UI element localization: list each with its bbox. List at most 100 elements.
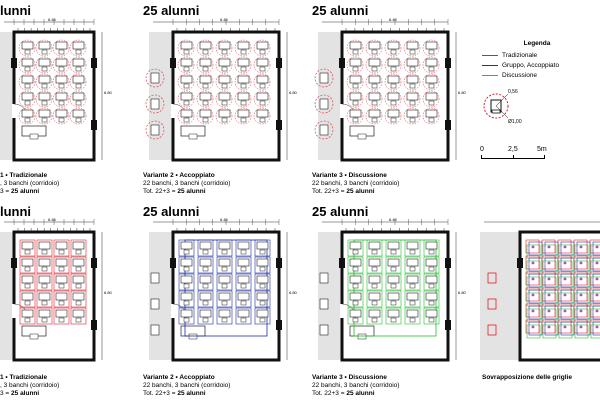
chair [259,100,266,106]
desk [256,109,269,118]
desk-clearance [215,107,233,125]
desk-clearance [422,73,440,91]
chair [428,49,435,55]
desk [406,292,419,301]
desk [55,309,68,318]
desk [72,292,85,301]
desk [21,75,34,84]
desk-clearance [52,56,70,74]
desk [72,258,85,267]
desk-grid-cell [385,239,402,257]
overlay-dot [595,309,599,313]
desk [368,92,381,101]
overlay-cell-red [541,319,556,334]
overlay-dot [579,261,583,265]
caption-2: Variante 2 • Accoppiato 22 banchi, 3 ban… [143,172,231,195]
desk [256,92,269,101]
overlay-dot [563,277,567,281]
chair [428,83,435,89]
chair [352,249,359,255]
scale-mid: 2,5 [508,146,518,153]
chair [24,83,31,89]
desk [199,58,212,67]
desk-clearance [384,107,402,125]
desk [199,309,212,318]
desk [21,92,34,101]
chair [409,66,416,72]
desk-grid-cell [70,290,87,308]
desk-clearance [35,56,53,74]
desk-clearance [346,107,364,125]
corridor-clearance [314,68,334,88]
desk [387,92,400,101]
overlay-cell-red [541,287,556,302]
chair [183,49,190,55]
chair [240,249,247,255]
chair [221,249,228,255]
chair [41,117,48,123]
overlay-cell-red [541,239,556,254]
chair [202,83,209,89]
corridor-chair [319,98,329,110]
desk-clearance [69,56,87,74]
desk-grid-cell [197,307,214,325]
desk [425,258,438,267]
chair [75,283,82,289]
chair [58,66,65,72]
desk [180,92,193,101]
desk [72,92,85,101]
desk [387,258,400,267]
dimension-label-top: 6.45 [48,18,57,22]
desk-clearance [196,107,214,125]
chair [75,49,82,55]
chair [202,266,209,272]
panel-title-1: lunni [0,3,32,18]
teacher-chair [357,333,367,340]
overlay-dot [531,325,535,329]
chair [183,66,190,72]
dim-small-b: Ø1,00 [508,119,522,125]
desk [425,292,438,301]
chair [75,300,82,306]
panel-title-4: lunni [0,204,32,219]
desk-clearance [384,73,402,91]
desk-clearance [215,90,233,108]
chair [390,283,397,289]
desk [38,92,51,101]
desk [349,58,362,67]
desk-clearance [384,39,402,57]
desk-grid-cell [423,239,440,257]
chair [409,49,416,55]
chair [352,117,359,123]
corridor-chair [319,124,329,136]
chair [202,317,209,323]
room-wall [340,230,450,362]
pillar [445,120,451,130]
legend-swatch-red [482,54,498,56]
pillar [276,120,282,130]
overlay-dot [579,245,583,249]
desk-clearance [365,56,383,74]
overlay-cell-green [526,324,541,339]
desk-clearance [234,39,252,57]
desk [55,292,68,301]
teacher-chair [29,133,39,140]
overlay-dot [563,245,567,249]
chair [221,117,228,123]
corridor-chair-grid [487,272,497,284]
caption-overlay: Sovrapposizione delle griglie [482,374,572,381]
desk-grid-cell [36,307,53,325]
desk-clearance [35,39,53,57]
desk-clearance [365,39,383,57]
desk-clearance [177,107,195,125]
desk-clearance [35,107,53,125]
desk [406,58,419,67]
desk [218,275,231,284]
desk [72,41,85,50]
overlay-cell-red [541,303,556,318]
desk [199,258,212,267]
plan-discussion: 6.456.80 [314,18,467,162]
desk [406,241,419,250]
pillar [339,258,345,268]
desk-grid-cell [366,256,383,274]
